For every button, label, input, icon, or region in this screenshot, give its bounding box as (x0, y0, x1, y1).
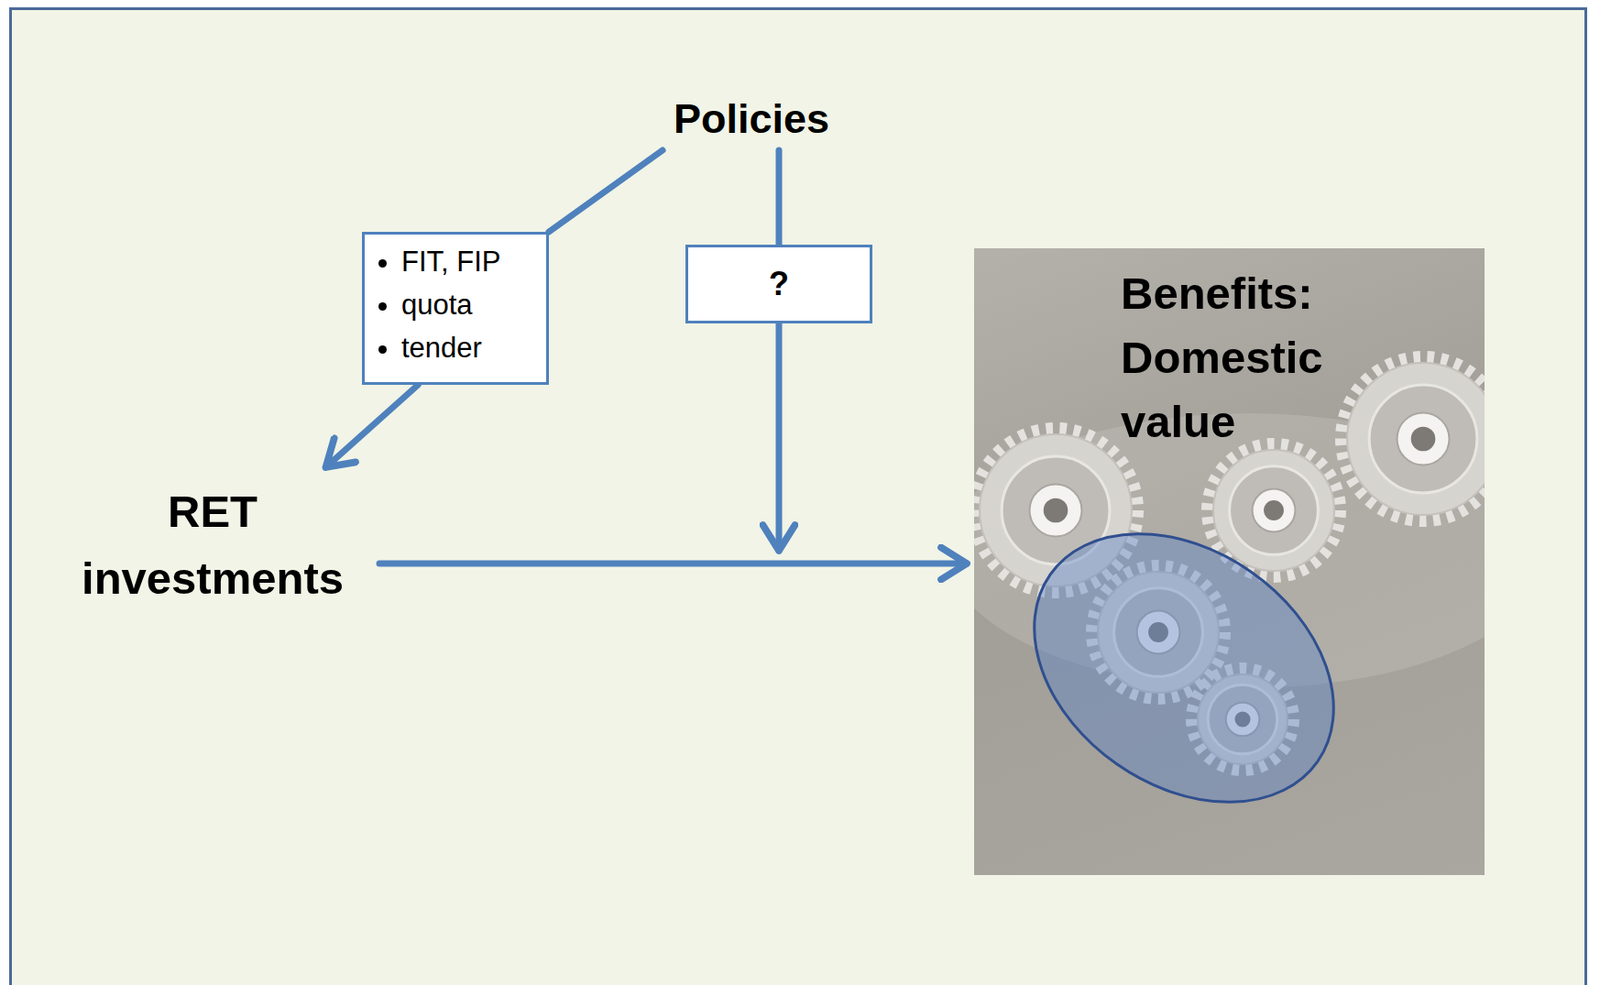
node-text: Policies (673, 95, 830, 143)
gear-body (1213, 449, 1335, 571)
gear-ring (1229, 466, 1319, 556)
text-node: Policies (662, 87, 841, 151)
gear-axle (1411, 427, 1436, 452)
connector-arrow (548, 150, 663, 232)
gear-hub (1030, 484, 1083, 537)
connector-arrow (325, 384, 418, 468)
text-node: RET investments (56, 471, 369, 620)
image-panel: Benefits: Domestic value (974, 248, 1485, 876)
gear-axle (1263, 500, 1284, 521)
bullet-list: FIT, FIPquotatender (364, 234, 547, 375)
gear-ring (1369, 384, 1478, 494)
influence-arrow (776, 323, 783, 551)
bullet-item: tender (401, 326, 534, 370)
node-text: ? (701, 264, 857, 304)
label-box: FIT, FIPquotatender (361, 231, 549, 385)
gear-hub (1397, 413, 1450, 466)
gear-hub (1252, 489, 1296, 533)
panel-title: Benefits: Domestic value (1120, 261, 1396, 454)
node-text: RET investments (67, 478, 358, 613)
gear-body (1347, 362, 1485, 516)
connector-arrow (379, 560, 967, 568)
connector-arrow (776, 150, 783, 245)
label-box: ? (685, 244, 873, 324)
gear-teeth (1341, 357, 1485, 521)
highlight-ellipse (983, 478, 1385, 858)
bullet-item: quota (401, 283, 534, 327)
bullet-item: FIT, FIP (401, 240, 534, 284)
gear-axle (1043, 498, 1069, 524)
